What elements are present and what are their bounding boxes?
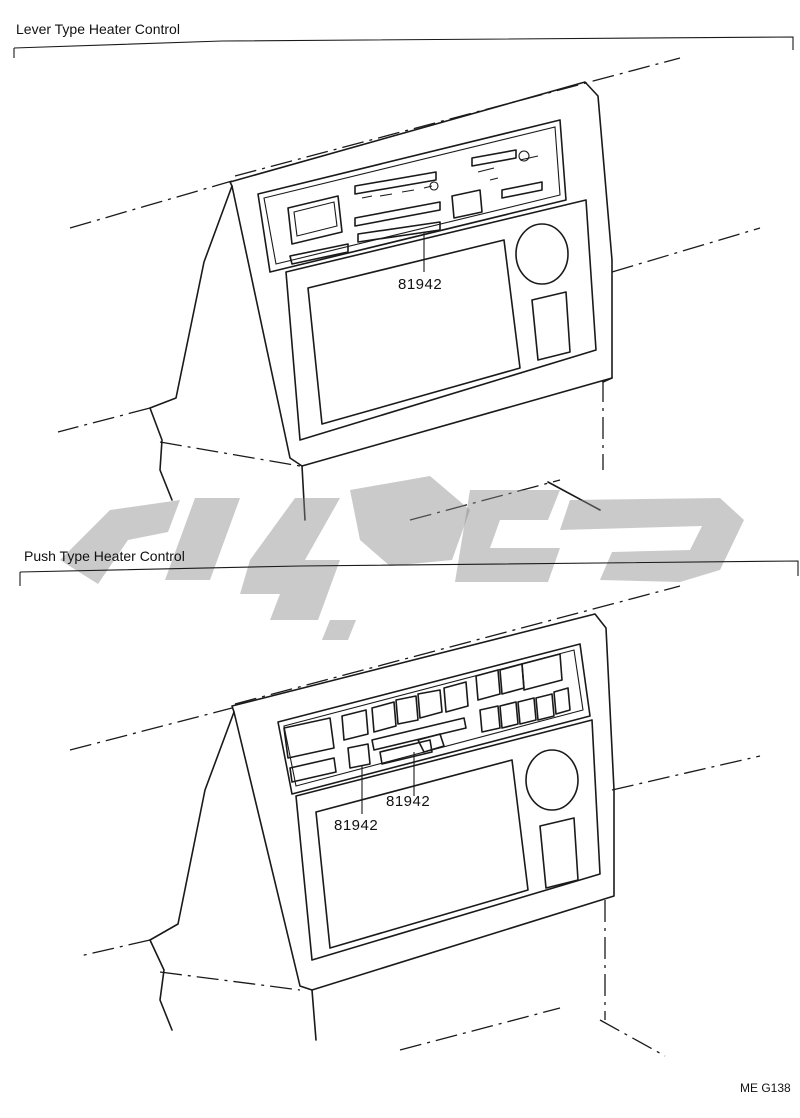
push-radio-window	[315, 759, 529, 949]
cut-line	[159, 441, 301, 467]
push-type-section: Push Type Heater Control	[19, 548, 799, 1057]
lever-floor-edge	[547, 481, 601, 511]
lever-slot-temp	[354, 171, 437, 195]
lever-square-switch	[531, 291, 571, 361]
push-control-panel	[277, 643, 591, 795]
lever-mode-symbols	[361, 185, 433, 199]
cut-line	[79, 939, 151, 957]
cut-line	[57, 407, 151, 433]
cut-line	[159, 971, 301, 991]
push-console-lower-edge	[311, 989, 317, 1041]
push-section-title: Push Type Heater Control	[24, 548, 185, 564]
push-button-top-7	[499, 663, 525, 695]
lever-display-window	[287, 195, 343, 245]
push-button-top-1	[341, 709, 369, 741]
push-button-left-2	[289, 757, 337, 783]
lever-part-label: 81942	[398, 276, 442, 293]
push-console-outer	[231, 613, 615, 991]
push-slide-guide	[379, 739, 433, 765]
push-button-top-5	[443, 681, 469, 713]
lever-defrost-symbol	[429, 181, 439, 191]
lever-slot-mode	[357, 221, 441, 243]
push-button-bottom-4	[535, 693, 555, 721]
push-dash-lower-edge	[149, 939, 173, 1031]
lever-console-lower-edge	[301, 377, 613, 521]
lever-section-bracket	[13, 36, 794, 58]
push-small-connector	[347, 743, 371, 769]
cut-line	[611, 227, 761, 273]
lever-section-title: Lever Type Heater Control	[16, 21, 180, 37]
figure-code: ME G138	[740, 1081, 791, 1095]
lever-switch-box	[451, 189, 483, 219]
cut-line	[69, 707, 233, 751]
lever-slot-right-bottom	[501, 181, 543, 199]
push-part-label-upper: 81942	[386, 793, 430, 810]
cut-line	[611, 755, 761, 791]
cut-line	[69, 180, 233, 229]
push-button-top-4	[417, 689, 443, 719]
push-button-left-1	[283, 717, 335, 759]
push-button-top-2	[371, 701, 397, 733]
push-button-bottom-2	[499, 701, 519, 729]
lever-radio-bezel	[285, 199, 597, 441]
lever-control-panel-inner	[263, 126, 561, 265]
push-dash-left-edge	[149, 711, 235, 941]
lever-slot-air	[354, 201, 441, 227]
cut-line	[234, 585, 681, 705]
lever-control-panel	[257, 119, 567, 273]
push-button-top-3	[395, 695, 419, 725]
push-slide-track	[371, 717, 467, 751]
push-square-switch	[539, 817, 579, 889]
push-radio-bezel	[295, 719, 601, 961]
lever-console-outer	[229, 81, 613, 467]
cut-line	[234, 57, 681, 177]
lever-display-window-inner	[293, 201, 338, 237]
push-button-top-6	[475, 669, 501, 701]
push-button-bottom-5	[553, 687, 571, 715]
push-section-bracket	[19, 560, 799, 586]
push-button-bottom-1	[479, 705, 501, 733]
push-button-top-8	[521, 653, 563, 691]
push-part-label-lower: 81942	[334, 817, 378, 834]
cut-line	[399, 1007, 561, 1051]
cut-line	[599, 1019, 666, 1057]
lever-type-section: Lever Type Heater Control	[13, 21, 794, 521]
lever-fan-slot	[289, 243, 349, 265]
lever-dash-left-edge	[149, 185, 233, 409]
lever-recirc-symbol	[518, 150, 530, 162]
push-slide-knob	[417, 733, 445, 753]
cut-line	[409, 479, 561, 521]
push-button-bottom-3	[517, 697, 537, 725]
lever-round-vent	[515, 223, 569, 285]
watermark-logo	[60, 476, 744, 640]
push-round-vent	[525, 749, 579, 811]
lever-dash-lower-edge	[149, 407, 173, 501]
lever-slot-right-top	[471, 149, 517, 167]
lever-radio-window	[307, 239, 521, 425]
